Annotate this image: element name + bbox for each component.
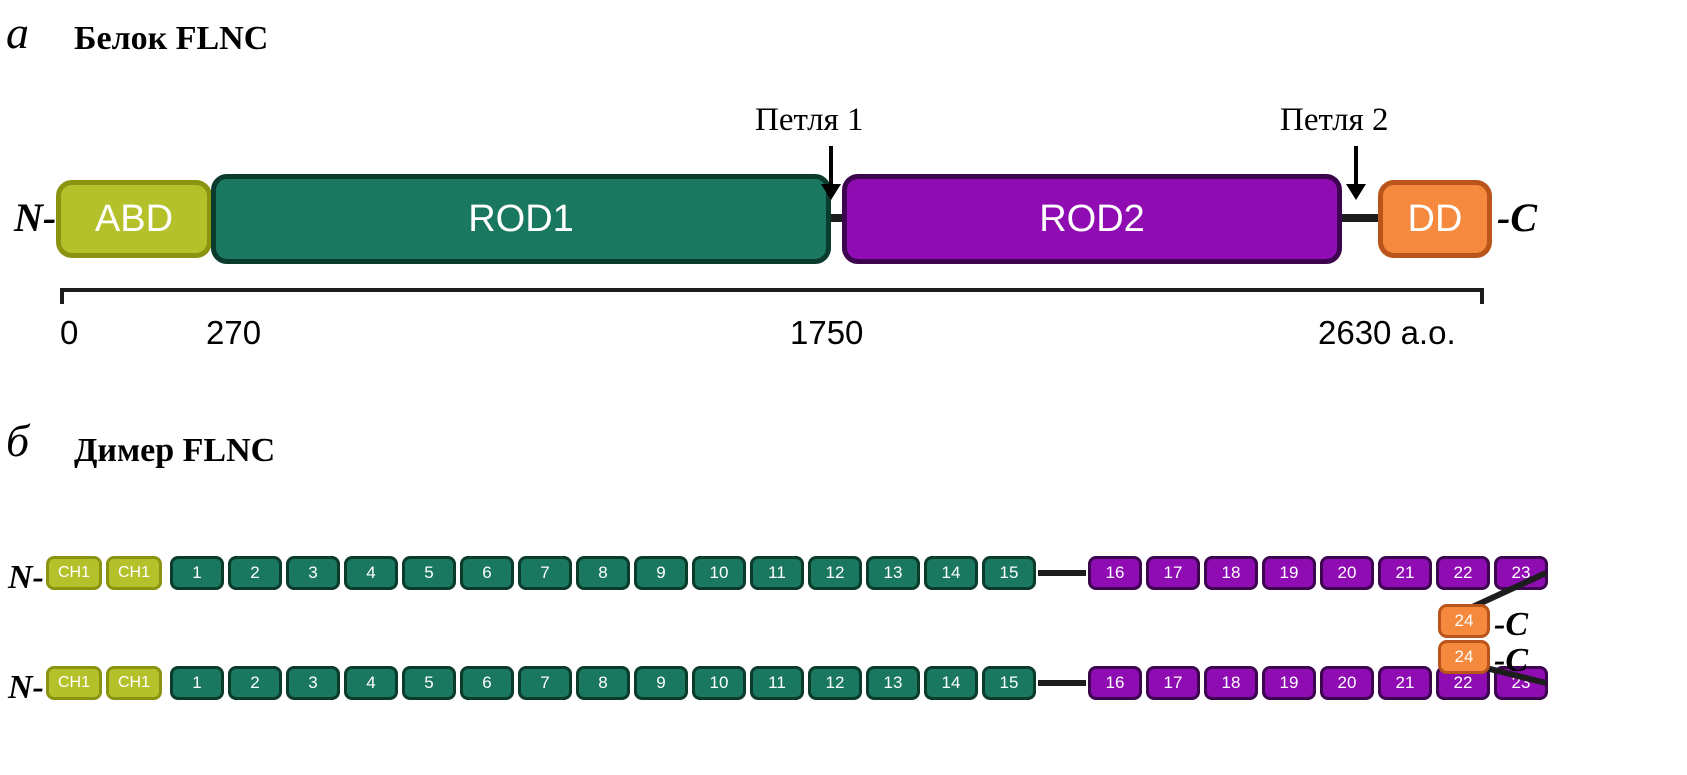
dimer-repeat-block: 17: [1146, 556, 1200, 590]
dimer-repeat-block: 20: [1320, 556, 1374, 590]
dimer-repeat-block: 11: [750, 666, 804, 700]
dimer-repeat-block: 1: [170, 666, 224, 700]
dimer-repeat-block: 14: [924, 556, 978, 590]
dimer-repeat-block: 22: [1436, 556, 1490, 590]
panel-title-a: Белок FLNC: [74, 20, 269, 57]
n-terminus-label-bottom: N-: [8, 669, 44, 706]
dimer-repeat-block: 21: [1378, 556, 1432, 590]
panel-letter-a: а: [6, 7, 29, 58]
dimer-repeat-block: 2: [228, 666, 282, 700]
scale-ruler-line: [60, 288, 1484, 292]
domain-dd-label: DD: [1407, 197, 1463, 240]
dimer-repeat-block: 13: [866, 666, 920, 700]
scale-tick-start: [60, 288, 64, 304]
dimer-repeat-block: 18: [1204, 556, 1258, 590]
dimer-repeat-block: 8: [576, 556, 630, 590]
dimer-repeat-block: 1: [170, 556, 224, 590]
dimer-repeat-block: 13: [866, 556, 920, 590]
domain-rod2: ROD2: [842, 174, 1342, 264]
scale-label-270: 270: [206, 314, 262, 351]
loop-1-label: Петля 1: [755, 102, 864, 138]
dimer-ch1-block: CH1: [106, 666, 162, 700]
dimer-dd-block: 24: [1438, 604, 1490, 638]
dimer-ch1-block: CH1: [46, 666, 102, 700]
dimer-linker-rod1-rod2: [1038, 570, 1086, 576]
dimer-repeat-block: 15: [982, 556, 1036, 590]
loop-1-arrow-head-icon: [821, 184, 841, 200]
linker-rod1-rod2: [820, 214, 852, 222]
scale-tick-end: [1480, 288, 1484, 304]
dimer-repeat-block: 7: [518, 666, 572, 700]
dimer-repeat-block: 3: [286, 666, 340, 700]
dimer-repeat-block: 6: [460, 556, 514, 590]
dimer-ch1-block: CH1: [46, 556, 102, 590]
c-terminus-label-top: -C: [1494, 606, 1528, 643]
dimer-repeat-block: 12: [808, 556, 862, 590]
scale-label-2630: 2630 а.о.: [1318, 314, 1456, 351]
dimer-repeat-block: 19: [1262, 666, 1316, 700]
c-terminus-label-bottom: -C: [1494, 642, 1528, 679]
c-terminus-label-a: -C: [1497, 195, 1537, 240]
dimer-repeat-block: 9: [634, 556, 688, 590]
dimer-repeat-block: 10: [692, 556, 746, 590]
dimer-dd-block: 24: [1438, 640, 1490, 674]
dimer-repeat-block: 5: [402, 666, 456, 700]
loop-2-arrow-head-icon: [1346, 184, 1366, 200]
domain-dd: DD: [1378, 180, 1492, 258]
dimer-repeat-block: 15: [982, 666, 1036, 700]
domain-rod1-label: ROD1: [468, 197, 574, 240]
dimer-repeat-block: 3: [286, 556, 340, 590]
dimer-repeat-block: 4: [344, 666, 398, 700]
loop-1-arrow-shaft: [829, 146, 833, 186]
dimer-repeat-block: 9: [634, 666, 688, 700]
dimer-repeat-block: 19: [1262, 556, 1316, 590]
domain-abd-label: ABD: [94, 197, 174, 240]
dimer-repeat-block: 6: [460, 666, 514, 700]
dimer-repeat-block: 16: [1088, 556, 1142, 590]
dimer-repeat-block: 18: [1204, 666, 1258, 700]
dimer-repeat-block: 4: [344, 556, 398, 590]
dimer-repeat-block: 11: [750, 556, 804, 590]
dimer-repeat-block: 14: [924, 666, 978, 700]
dimer-repeat-block: 12: [808, 666, 862, 700]
dimer-repeat-block: 20: [1320, 666, 1374, 700]
dimer-repeat-block: 2: [228, 556, 282, 590]
dimer-repeat-block: 7: [518, 556, 572, 590]
dimer-repeat-block: 16: [1088, 666, 1142, 700]
panel-letter-b: б: [6, 415, 30, 466]
scale-label-1750: 1750: [790, 314, 864, 351]
loop-2-arrow-shaft: [1354, 146, 1358, 186]
linker-rod2-dd: [1334, 214, 1382, 222]
dimer-repeat-block: 10: [692, 666, 746, 700]
dimer-repeat-block: 5: [402, 556, 456, 590]
n-terminus-label-top: N-: [8, 559, 44, 596]
scale-label-0: 0: [60, 314, 79, 351]
dimer-ch1-block: CH1: [106, 556, 162, 590]
dimer-repeat-block: 8: [576, 666, 630, 700]
domain-rod2-label: ROD2: [1039, 197, 1145, 240]
dimer-linker-rod1-rod2: [1038, 680, 1086, 686]
loop-2-label: Петля 2: [1280, 102, 1389, 138]
n-terminus-label-a: N-: [14, 195, 57, 240]
dimer-repeat-block: 21: [1378, 666, 1432, 700]
dimer-repeat-block: 17: [1146, 666, 1200, 700]
domain-rod1: ROD1: [211, 174, 831, 264]
panel-title-b: Димер FLNC: [74, 432, 276, 469]
domain-abd: ABD: [56, 180, 212, 258]
